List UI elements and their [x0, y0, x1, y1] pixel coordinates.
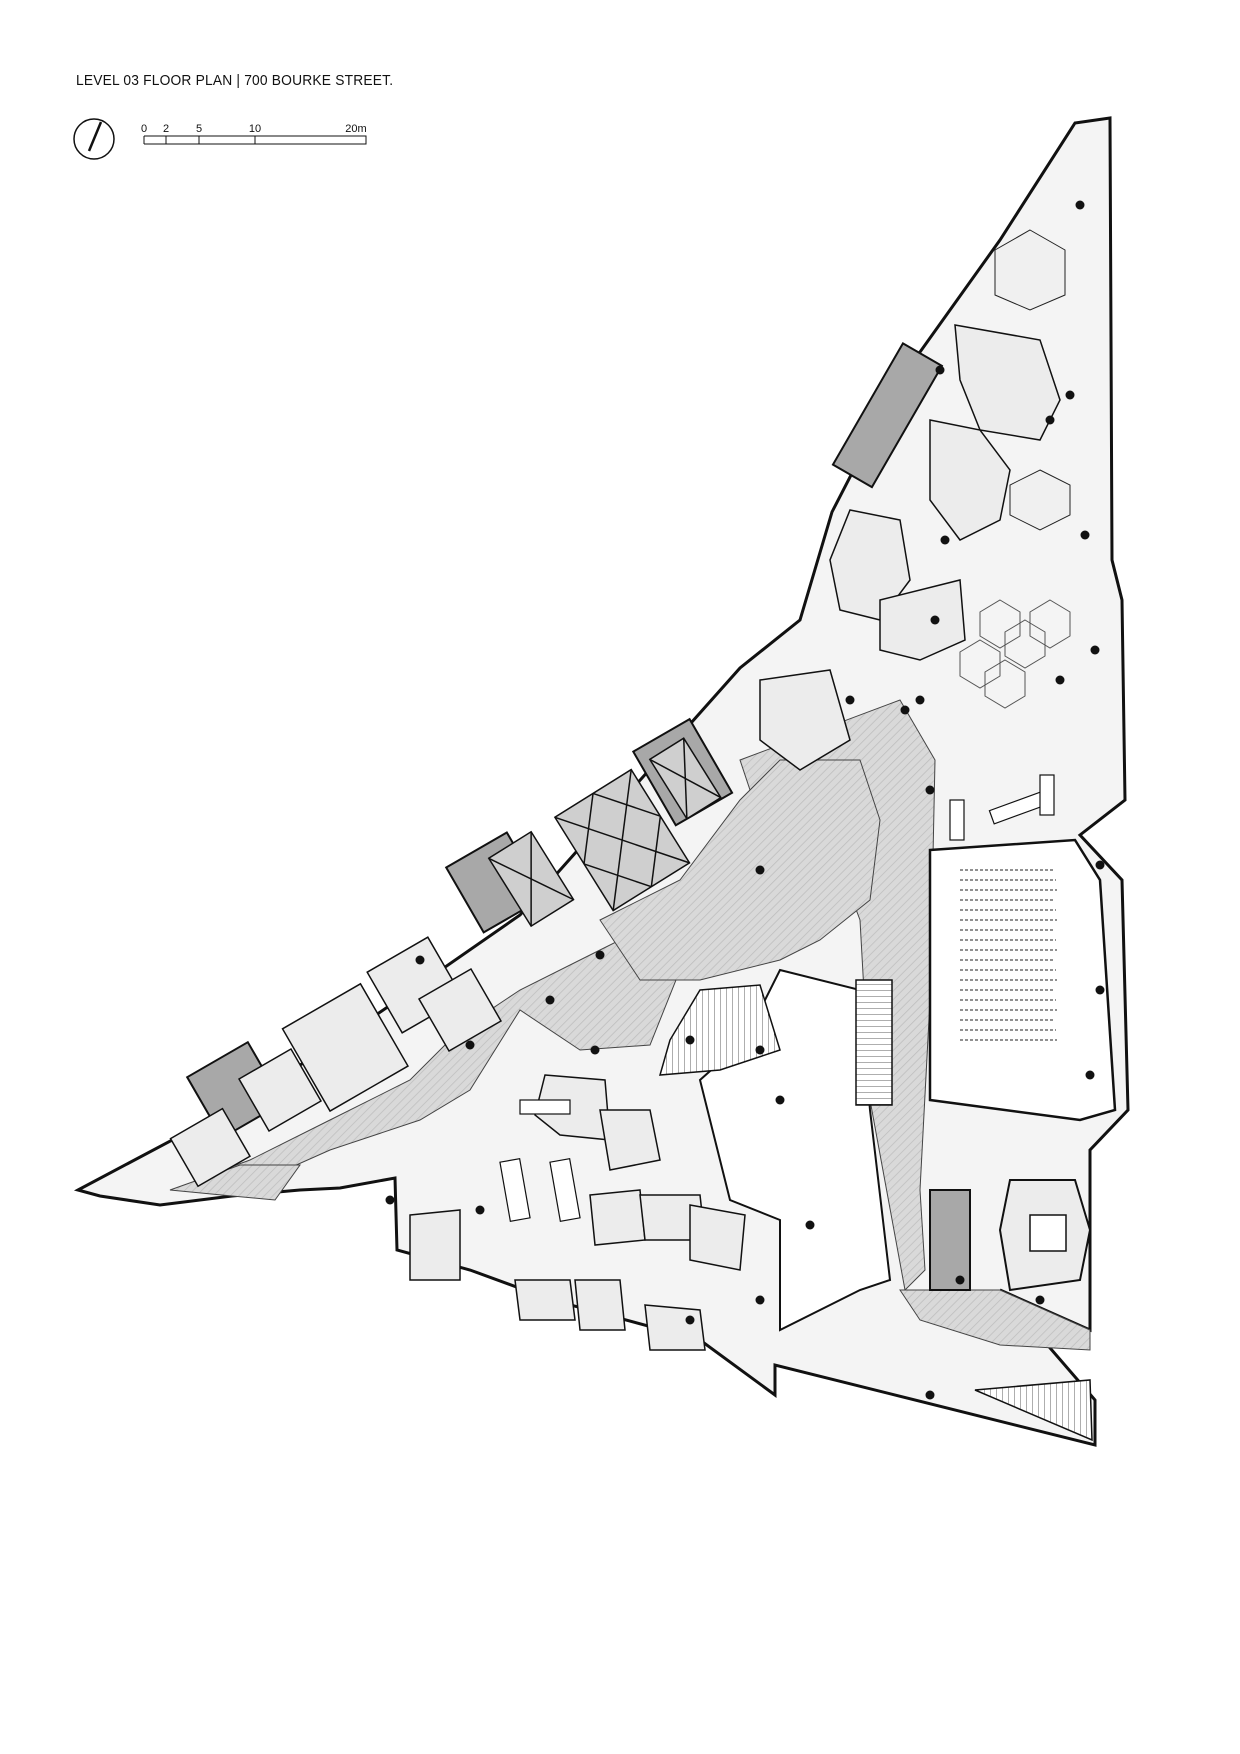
structural-columns	[385, 200, 1105, 1400]
column	[755, 1295, 765, 1305]
column	[755, 865, 765, 875]
scale-tick-5: 5	[196, 123, 202, 135]
escalator	[855, 979, 893, 1106]
external-stair	[974, 1379, 1093, 1442]
lift-lobby	[599, 759, 881, 981]
column	[1035, 1295, 1045, 1305]
column	[925, 785, 935, 795]
column	[900, 705, 910, 715]
column	[935, 365, 945, 375]
scale-tick-0: 0	[141, 123, 147, 135]
scale-tick-2: 2	[163, 123, 169, 135]
column	[955, 1275, 965, 1285]
column	[775, 1095, 785, 1105]
scale-bar: 0 2 5 10 20m	[141, 123, 367, 145]
office-rooms-north	[759, 324, 1061, 771]
column	[595, 950, 605, 960]
column	[755, 1045, 765, 1055]
column	[1095, 860, 1105, 870]
scale-tick-20m: 20m	[345, 123, 366, 135]
column	[385, 1195, 395, 1205]
column	[1045, 415, 1055, 425]
column	[545, 995, 555, 1005]
column	[1090, 645, 1100, 655]
column	[1080, 530, 1090, 540]
column	[940, 535, 950, 545]
column	[465, 1040, 475, 1050]
column	[925, 1390, 935, 1400]
lift-shafts	[487, 737, 722, 928]
column	[805, 1220, 815, 1230]
column	[590, 1045, 600, 1055]
atrium-void	[658, 968, 893, 1332]
column	[845, 695, 855, 705]
column	[1055, 675, 1065, 685]
column	[475, 1205, 485, 1215]
column	[1095, 985, 1105, 995]
feature-stair	[658, 984, 781, 1076]
auditorium	[928, 838, 1117, 1122]
office-rooms-west	[169, 936, 503, 1188]
column	[415, 955, 425, 965]
column	[1085, 1070, 1095, 1080]
column	[685, 1035, 695, 1045]
column	[930, 615, 940, 625]
meeting-room-east	[998, 1179, 1092, 1292]
north-arrow-icon	[73, 118, 115, 160]
workstation-tables	[499, 774, 1055, 1222]
sheet-title: LEVEL 03 FLOOR PLAN | 700 BOURKE STREET.	[76, 72, 394, 89]
column	[915, 695, 925, 705]
column	[1065, 390, 1075, 400]
scale-tick-10: 10	[249, 123, 261, 135]
meeting-rooms-south	[409, 1074, 746, 1351]
column	[685, 1315, 695, 1325]
column	[1075, 200, 1085, 210]
terrace-garden	[959, 229, 1071, 709]
